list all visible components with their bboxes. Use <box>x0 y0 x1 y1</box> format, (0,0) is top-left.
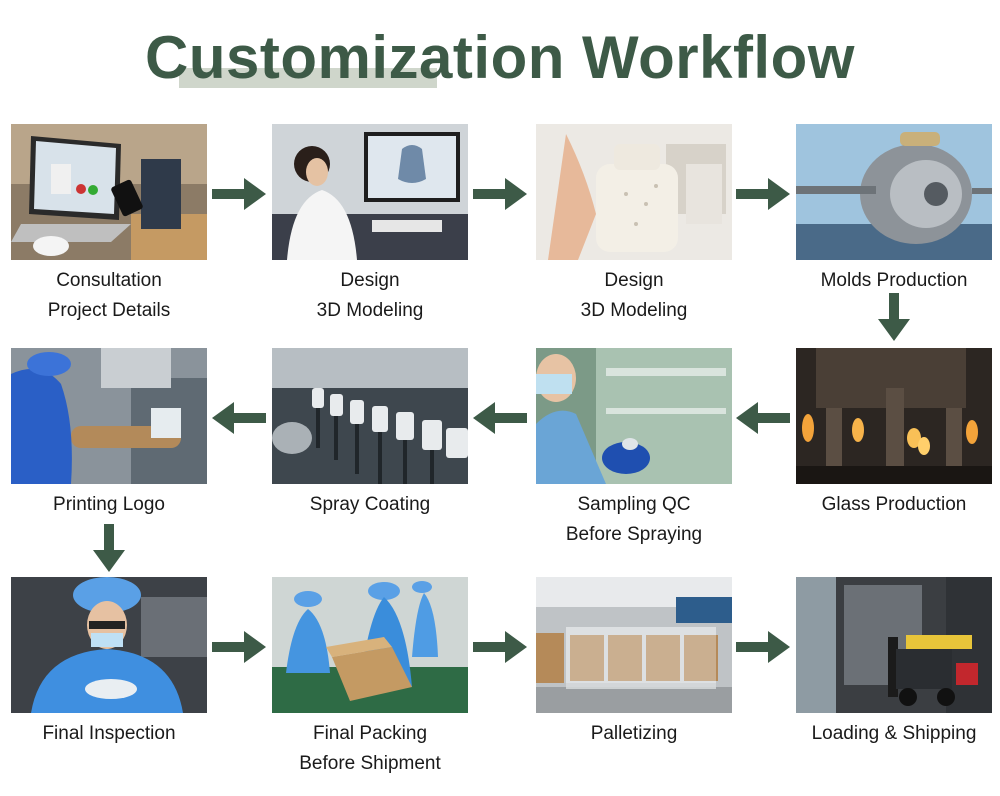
step-title: Molds Production <box>820 270 968 291</box>
step-title: Palletizing <box>590 723 678 744</box>
step-title: Glass Production <box>821 494 967 515</box>
step-title: Printing Logo <box>53 494 165 515</box>
spray-photo <box>272 348 468 484</box>
step-subtitle: Project Details <box>47 300 171 321</box>
step-subtitle: 3D Modeling <box>316 300 424 321</box>
molds-photo <box>796 124 992 260</box>
arrow-right-icon <box>736 631 790 663</box>
step-subtitle: Before Spraying <box>565 524 703 545</box>
title-underline-highlight <box>179 68 437 88</box>
arrow-left-icon <box>212 402 266 434</box>
printing-photo <box>11 348 207 484</box>
inspection-photo <box>11 577 207 713</box>
glass-photo <box>796 348 992 484</box>
arrow-down-icon <box>93 524 125 572</box>
palletizing-photo <box>536 577 732 713</box>
arrow-down-icon <box>878 293 910 341</box>
arrow-left-icon <box>473 402 527 434</box>
design-photo <box>272 124 468 260</box>
arrow-right-icon <box>212 178 266 210</box>
step-title: Design <box>604 270 664 291</box>
step-title: Spray Coating <box>309 494 431 515</box>
step-title: Sampling QC <box>577 494 691 515</box>
sampling-photo <box>536 348 732 484</box>
step-title: Loading & Shipping <box>811 723 977 744</box>
arrow-right-icon <box>473 631 527 663</box>
arrow-right-icon <box>473 178 527 210</box>
consultation-photo <box>11 124 207 260</box>
arrow-right-icon <box>736 178 790 210</box>
page-title: Customization Workflow <box>145 24 855 91</box>
step-subtitle: 3D Modeling <box>580 300 688 321</box>
title-area: Customization Workflow <box>0 18 1000 98</box>
packing-photo <box>272 577 468 713</box>
loading-photo <box>796 577 992 713</box>
step-title: Final Inspection <box>42 723 176 744</box>
step-title: Final Packing <box>312 723 428 744</box>
step-subtitle: Before Shipment <box>299 753 441 774</box>
step-title: Consultation <box>56 270 162 291</box>
arrow-right-icon <box>212 631 266 663</box>
step-title: Design <box>340 270 400 291</box>
arrow-left-icon <box>736 402 790 434</box>
prototype-photo <box>536 124 732 260</box>
